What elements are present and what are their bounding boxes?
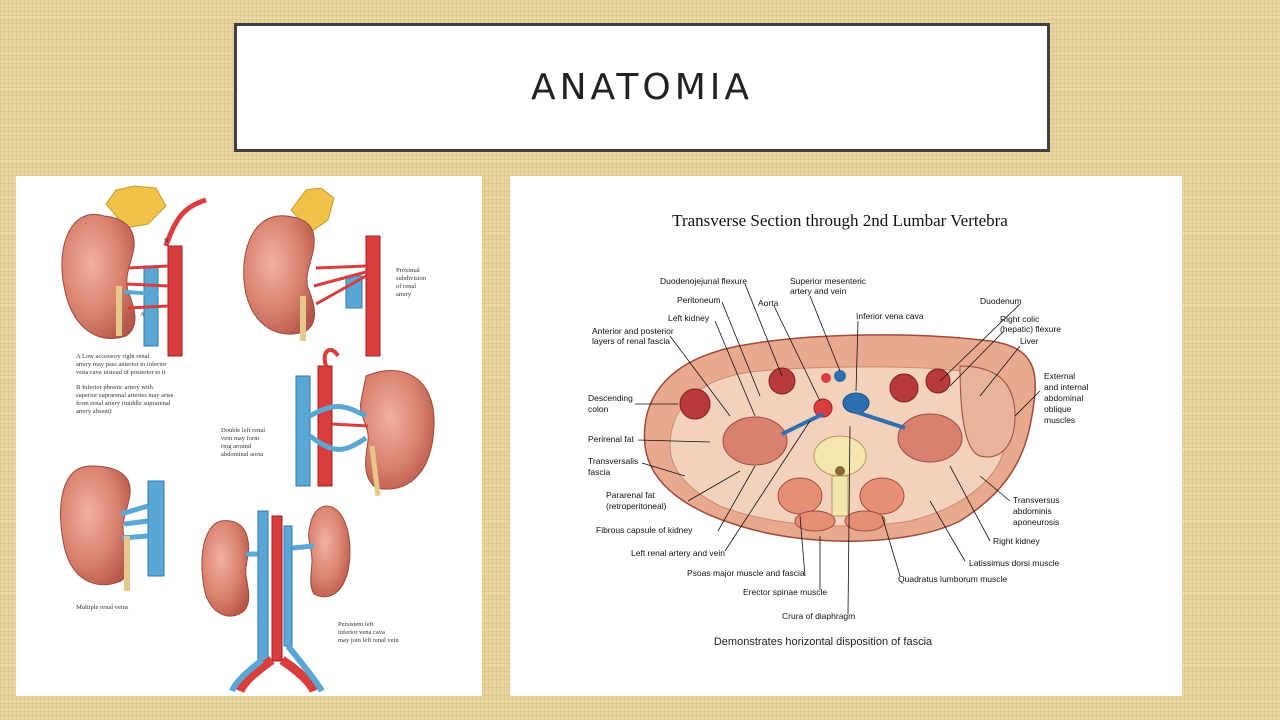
label-crura-diaphragm: Crura of diaphragm [782,611,855,621]
label-erector-spinae: Erector spinae muscle [743,587,827,597]
figure-caption: Demonstrates horizontal disposition of f… [714,636,933,648]
renal-variations-figure: B A Proximal subdivision of renal artery… [16,176,482,696]
slide-title-box: ANATOMIA [234,23,1050,152]
section-labels: Duodenojejunal flexure Superior mesenter… [588,276,1089,621]
label-inferior-vena-cava: Inferior vena cava [856,311,924,321]
label-right-kidney: Right kidney [993,536,1041,546]
slide-title: ANATOMIA [530,67,754,108]
kidney-figure-a: B A [61,185,207,357]
kidney-figure-proximal: Proximal subdivision of renal artery [243,187,428,357]
kidney-figure-double-vein [295,347,435,497]
label-psoas-major: Psoas major muscle and fascia [687,568,805,578]
proximal-note: Proximal subdivision of renal artery [396,267,428,298]
double-left-note: Double left renal vein may form ring aro… [221,427,267,458]
label-perirenal-fat: Perirenal fat [588,434,634,444]
persistent-ivc-note: Persistent left inferior vena cava may j… [338,621,399,644]
kidney-figure-persistent-ivc [201,505,351,693]
label-quadratus-lumborum: Quadratus lumborum muscle [898,574,1007,584]
label-peritoneum: Peritoneum [677,295,720,305]
label-duodenum: Duodenum [980,296,1022,306]
label-latissimus-dorsi: Latissimus dorsi muscle [969,558,1059,568]
label-a: A [140,311,145,318]
kidney-figure-multiple-veins [60,465,165,591]
note-b: B Inferior phrenic artery with superior … [76,384,175,415]
label-duodenojejunal-flexure: Duodenojejunal flexure [660,276,747,286]
label-liver: Liver [1020,336,1039,346]
label-pararenal-fat: Pararenal fat(retroperitoneal) [606,490,667,511]
note-a: A Low accessory right renal artery may p… [76,353,168,376]
figure-title: Transverse Section through 2nd Lumbar Ve… [672,211,1008,230]
renal-variations-illustration: B A Proximal subdivision of renal artery… [60,185,435,693]
cross-section-body [643,334,1036,542]
label-right-colic-flexure: Right colic(hepatic) flexure [1000,314,1061,334]
label-left-renal-artery-vein: Left renal artery and vein [631,548,725,558]
label-fibrous-capsule: Fibrous capsule of kidney [596,525,693,535]
transverse-section-illustration: Transverse Section through 2nd Lumbar Ve… [588,211,1089,648]
label-b: B [164,237,169,244]
label-aorta: Aorta [758,298,779,308]
leader-lines [635,283,1041,615]
multiple-veins-note: Multiple renal veins [76,604,129,611]
transverse-section-figure: Transverse Section through 2nd Lumbar Ve… [510,176,1182,696]
label-left-kidney: Left kidney [668,313,710,323]
